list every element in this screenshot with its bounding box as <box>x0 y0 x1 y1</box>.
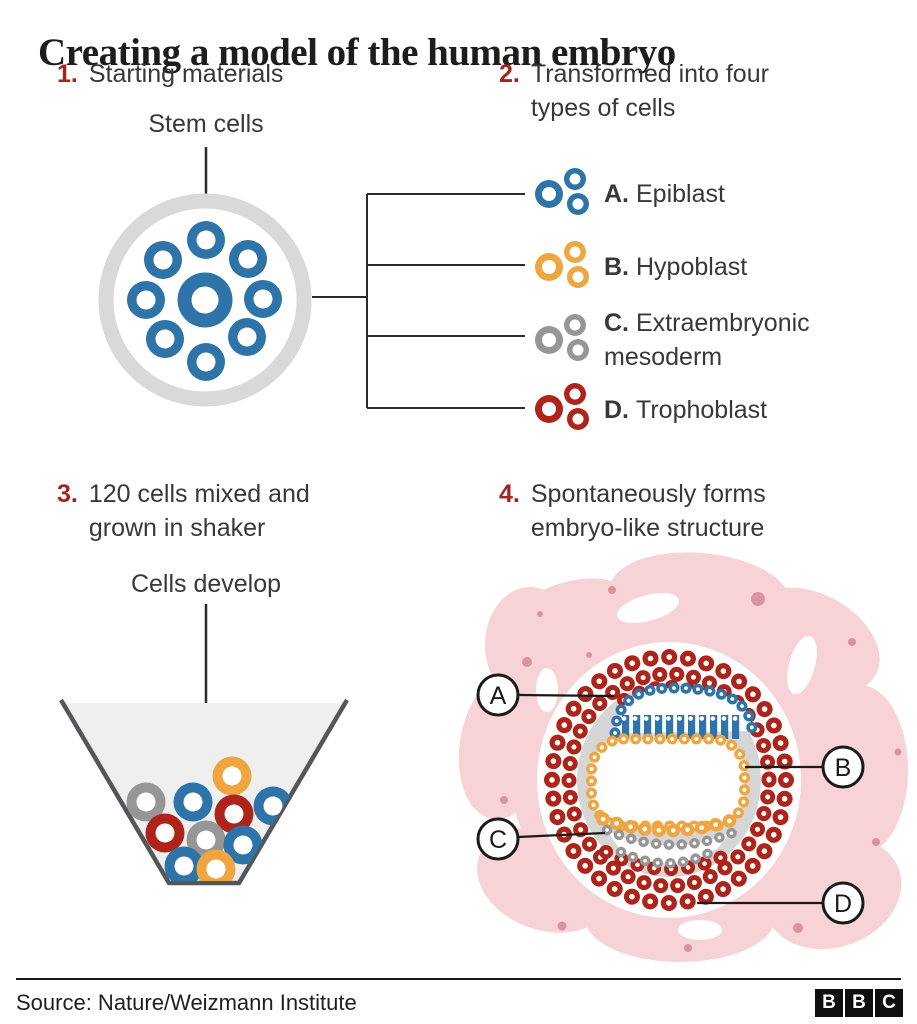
shaker-funnel-diagram <box>59 604 349 886</box>
cell-type-icons <box>535 168 589 430</box>
marker-a-letter: A <box>490 682 507 710</box>
marker-c-circle <box>476 817 520 861</box>
hypoblast-cluster-icon <box>535 241 589 288</box>
stem-cells-label: Stem cells <box>148 110 264 138</box>
source-text: Source: Nature/Weizmann Institute <box>16 990 357 1015</box>
marker-a-circle <box>476 673 520 717</box>
blob-holes <box>536 592 817 940</box>
step-4-number: 4. <box>499 480 520 508</box>
epiblast-dome <box>609 682 758 739</box>
mesoderm-arcs <box>601 824 738 869</box>
cell-type-d: D.Trophoblast <box>604 393 876 427</box>
cell-type-b-name: Hypoblast <box>636 253 748 281</box>
cell-type-b-letter: B. <box>604 253 629 281</box>
step-2: 2. Transformed into four types of cells <box>499 57 789 125</box>
step-2-text: Transformed into four types of cells <box>530 60 769 122</box>
marker-b-letter: B <box>835 754 852 782</box>
step-2-number: 2. <box>499 60 520 88</box>
cell-type-d-letter: D. <box>604 396 629 424</box>
mesoderm-cluster-icon <box>535 314 589 361</box>
bracket-connector <box>312 193 525 409</box>
stem-cells-diagram <box>98 147 312 407</box>
marker-d-letter: D <box>834 890 852 918</box>
epiblast-cluster-icon <box>535 168 589 215</box>
marker-lines <box>517 693 823 905</box>
footer-divider <box>16 978 901 980</box>
trophoblast-cluster-icon <box>535 383 589 430</box>
cell-type-c: C.Extraembryonic mesoderm <box>604 306 876 374</box>
cell-type-c-letter: C. <box>604 309 629 337</box>
bbc-logo-block-1: B <box>815 989 843 1017</box>
funnel-outline <box>59 698 349 886</box>
trophoblast-ring <box>544 649 794 911</box>
mixed-cells <box>126 756 293 881</box>
step-1-text: Starting materials <box>88 60 284 88</box>
step-3: 3. 120 cells mixed and grown in shaker <box>57 477 357 545</box>
cell-type-b: B.Hypoblast <box>604 250 876 284</box>
bbc-logo: B B C <box>815 989 903 1017</box>
step-4: 4. Spontaneously forms embryo-like struc… <box>499 477 809 545</box>
blob-spots <box>500 586 902 952</box>
step-1-number: 1. <box>57 60 78 88</box>
markers: A B C D <box>476 673 865 925</box>
step-3-text: 120 cells mixed and grown in shaker <box>88 480 310 542</box>
marker-d-circle <box>821 881 865 925</box>
cell-type-a: A.Epiblast <box>604 177 876 211</box>
hypoblast-ring <box>586 733 750 838</box>
embryo-structure-diagram: A B C D <box>458 552 908 962</box>
cell-type-c-name: Extraembryonic mesoderm <box>604 309 810 371</box>
cells-develop-label: Cells develop <box>130 570 282 598</box>
marker-c-letter: C <box>489 826 507 854</box>
bbc-logo-block-2: B <box>845 989 873 1017</box>
step-4-text: Spontaneously forms embryo-like structur… <box>530 480 766 542</box>
step-3-number: 3. <box>57 480 78 508</box>
cell-type-a-name: Epiblast <box>636 180 725 208</box>
marker-b-circle <box>821 745 865 789</box>
page-title: Creating a model of the human embryo <box>38 31 676 75</box>
cell-type-a-letter: A. <box>604 180 629 208</box>
bbc-logo-block-3: C <box>875 989 903 1017</box>
step-1: 1. Starting materials <box>57 57 377 91</box>
cell-type-d-name: Trophoblast <box>636 396 768 424</box>
stem-cell-group <box>127 221 282 381</box>
